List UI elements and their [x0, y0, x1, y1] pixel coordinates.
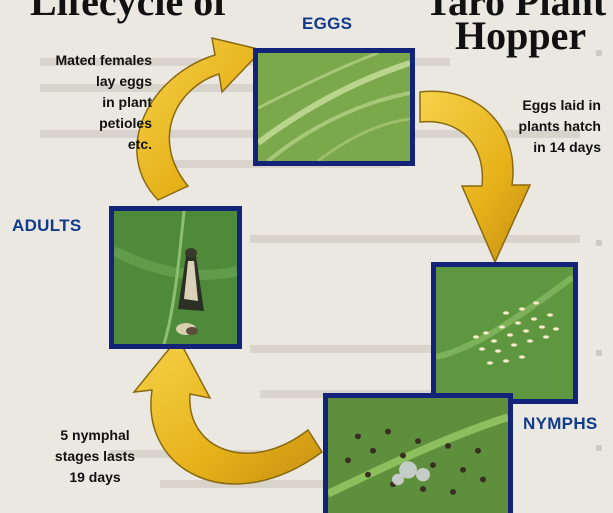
note-mated-females-line5: etc.: [12, 134, 152, 155]
note-eggs-hatch-line3: in 14 days: [488, 137, 601, 158]
stage-label-eggs: EGGS: [302, 14, 352, 34]
eggs-photo: [253, 48, 415, 166]
note-mated-females-line3: in plant: [12, 92, 152, 113]
note-eggs-hatch-line2: plants hatch: [488, 116, 601, 137]
note-mated-females-line2: lay eggs: [12, 71, 152, 92]
arrow-nymphs-to-adults: [134, 338, 322, 484]
note-nymphal-line2: stages lasts: [40, 446, 150, 467]
note-nymphal-stages: 5 nymphal stages lasts 19 days: [40, 425, 150, 488]
adults-photo: [109, 206, 242, 349]
stage-label-nymphs: NYMPHS: [523, 414, 598, 434]
egg-mass-photo: [431, 262, 578, 404]
note-eggs-hatch-line1: Eggs laid in: [488, 95, 601, 116]
note-mated-females-line1: Mated females: [12, 50, 152, 71]
note-mated-females: Mated females lay eggs in plant petioles…: [12, 50, 152, 155]
arrow-adults-to-eggs: [137, 38, 262, 200]
note-nymphal-line1: 5 nymphal: [40, 425, 150, 446]
note-mated-females-line4: petioles: [12, 113, 152, 134]
stage-label-adults: ADULTS: [12, 216, 81, 236]
nymphs-photo: [323, 393, 513, 513]
note-nymphal-line3: 19 days: [40, 467, 150, 488]
note-eggs-hatch: Eggs laid in plants hatch in 14 days: [488, 95, 601, 158]
